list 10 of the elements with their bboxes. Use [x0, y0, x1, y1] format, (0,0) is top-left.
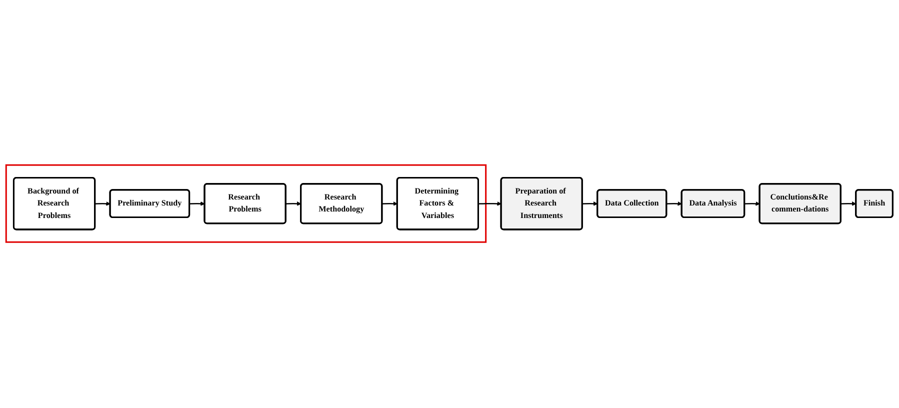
- arrow: [95, 202, 111, 206]
- arrow: [744, 202, 760, 206]
- arrow: [840, 202, 856, 206]
- arrow: [286, 202, 302, 206]
- arrow: [582, 202, 598, 206]
- arrow: [478, 202, 502, 206]
- arrow: [190, 202, 206, 206]
- arrow: [666, 202, 682, 206]
- arrow: [382, 202, 398, 206]
- cluster: [5, 164, 487, 244]
